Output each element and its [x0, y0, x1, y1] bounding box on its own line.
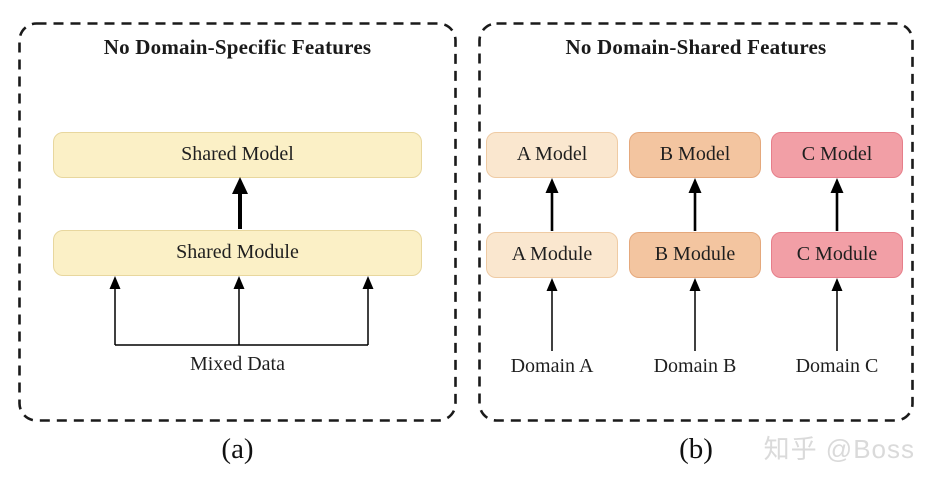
caption-b: (b) — [679, 433, 713, 465]
c-module-label: C Module — [796, 243, 878, 265]
domain-b-label: Domain B — [653, 355, 737, 377]
a-module-label: A Module — [511, 243, 593, 265]
panel-no-domain-shared: No Domain-Shared Features A Model A Modu… — [478, 22, 914, 422]
domain-a-label: Domain A — [510, 355, 594, 377]
c-model-label: C Model — [801, 143, 873, 165]
shared-model-label: Shared Model — [181, 143, 294, 165]
b-model-box: B Model — [629, 132, 761, 178]
shared-module-label: Shared Module — [176, 241, 299, 263]
a-model-label: A Model — [516, 143, 588, 165]
a-model-box: A Model — [486, 132, 618, 178]
b-module-label: B Module — [654, 243, 736, 265]
shared-model-box: Shared Model — [53, 132, 422, 178]
c-module-box: C Module — [771, 232, 903, 278]
a-module-box: A Module — [486, 232, 618, 278]
b-module-box: B Module — [629, 232, 761, 278]
dashed-border — [18, 22, 457, 422]
b-model-label: B Model — [659, 143, 731, 165]
caption-a: (a) — [221, 433, 254, 465]
zhihu-watermark: 知乎 @Boss — [763, 434, 915, 464]
shared-module-box: Shared Module — [53, 230, 422, 276]
c-model-box: C Model — [771, 132, 903, 178]
domain-c-label: Domain C — [795, 355, 879, 377]
panel-no-domain-specific: No Domain-Specific Features Shared Model… — [18, 22, 457, 422]
mixed-data-label: Mixed Data — [190, 353, 285, 375]
panel-b-title: No Domain-Shared Features — [565, 35, 827, 59]
panel-a-title: No Domain-Specific Features — [103, 35, 372, 59]
